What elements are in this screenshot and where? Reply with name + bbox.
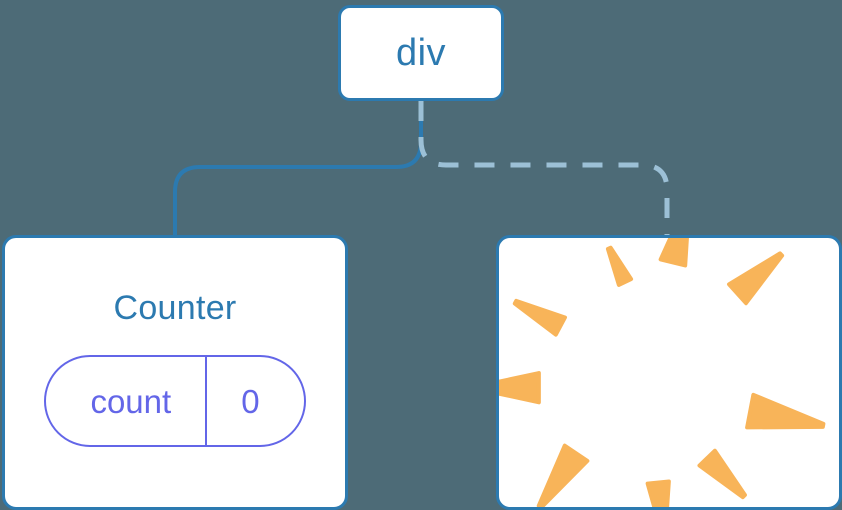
state-pill-count[interactable]: count 0 xyxy=(44,355,306,447)
sparkle-burst-icon xyxy=(499,238,826,507)
node-div-label: div xyxy=(395,32,447,74)
node-render-burst[interactable] xyxy=(496,235,842,510)
node-counter-title: Counter xyxy=(113,289,237,327)
node-counter[interactable]: Counter count 0 xyxy=(2,235,348,510)
burst-ray-9 xyxy=(645,479,671,507)
burst-ray-1 xyxy=(658,238,689,268)
burst-ray-5 xyxy=(499,371,541,405)
state-pill-divider xyxy=(205,357,208,445)
burst-ray-group xyxy=(499,238,826,507)
edge-div-to-burst xyxy=(418,101,670,237)
edge-div-to-counter xyxy=(173,99,423,239)
node-div[interactable]: div xyxy=(338,5,504,101)
burst-ray-2 xyxy=(605,245,634,287)
state-key-label: count xyxy=(90,382,172,420)
state-value-label: 0 xyxy=(241,382,260,420)
burst-ray-8 xyxy=(697,448,747,500)
burst-ray-6 xyxy=(745,392,826,430)
burst-ray-4 xyxy=(512,298,567,337)
burst-ray-7 xyxy=(536,443,590,507)
burst-ray-3 xyxy=(727,251,785,306)
